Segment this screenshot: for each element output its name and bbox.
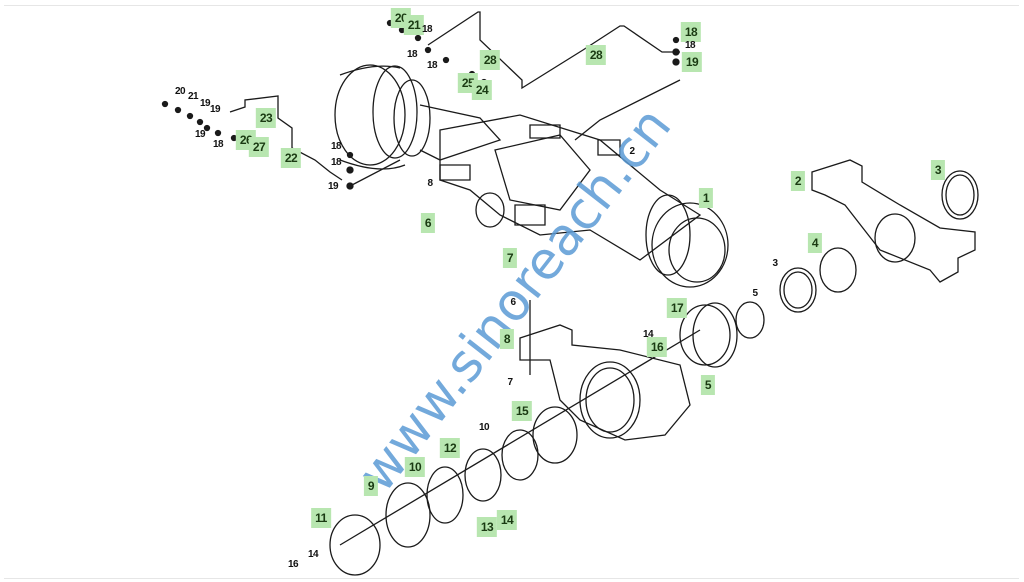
callout-18: 18 [212, 139, 224, 150]
callout-11: 11 [311, 508, 331, 528]
callout-23: 23 [255, 108, 277, 128]
callout-8: 8 [427, 178, 433, 189]
callout-18: 18 [426, 60, 438, 71]
callout-3: 3 [772, 258, 778, 269]
callout-14: 14 [642, 329, 654, 340]
callout-28: 28 [585, 45, 607, 65]
callout-19: 19 [199, 98, 211, 109]
callout-13: 13 [476, 517, 498, 537]
callout-18: 18 [330, 141, 342, 152]
callout-18: 18 [684, 40, 696, 51]
callout-5: 5 [700, 375, 716, 395]
callout-21: 21 [187, 91, 199, 102]
callout-16: 16 [646, 337, 668, 357]
callout-14: 14 [307, 549, 319, 560]
callout-3: 3 [930, 160, 946, 180]
callout-18: 18 [330, 157, 342, 168]
frame [4, 5, 1019, 579]
callout-6: 6 [510, 297, 516, 308]
callout-18: 18 [421, 24, 433, 35]
callout-5: 5 [752, 288, 758, 299]
callout-6: 6 [420, 213, 436, 233]
callout-18: 18 [680, 22, 702, 42]
left-trunnion-bracket [339, 300, 738, 546]
callout-20: 20 [174, 86, 186, 97]
callout-28: 28 [479, 50, 501, 70]
callout-21: 21 [403, 15, 425, 35]
seal-stack [329, 406, 578, 576]
callout-19: 19 [681, 52, 703, 72]
right-hub [645, 194, 729, 288]
right-trunnion-bracket [735, 159, 979, 339]
callout-16: 16 [287, 559, 299, 570]
axle-housing [439, 114, 702, 261]
callout-2: 2 [629, 146, 635, 157]
brake-pipes [229, 11, 681, 186]
callout-7: 7 [502, 248, 518, 268]
callout-22: 22 [280, 148, 302, 168]
callout-9: 9 [363, 476, 379, 496]
callout-10: 10 [478, 422, 490, 433]
callout-4: 4 [807, 233, 823, 253]
callout-24: 24 [471, 80, 493, 100]
callout-7: 7 [507, 377, 513, 388]
callout-27: 27 [248, 137, 270, 157]
callout-1: 1 [698, 188, 714, 208]
callout-17: 17 [666, 298, 688, 318]
callout-19: 19 [194, 129, 206, 140]
callout-19: 19 [327, 181, 339, 192]
callout-2: 2 [790, 171, 806, 191]
callout-10: 10 [404, 457, 426, 477]
callout-19: 19 [209, 104, 221, 115]
callout-12: 12 [439, 438, 461, 458]
left-hub [334, 64, 502, 170]
callout-14: 14 [496, 510, 518, 530]
callout-8: 8 [499, 329, 515, 349]
callout-15: 15 [511, 401, 533, 421]
callout-18: 18 [406, 49, 418, 60]
